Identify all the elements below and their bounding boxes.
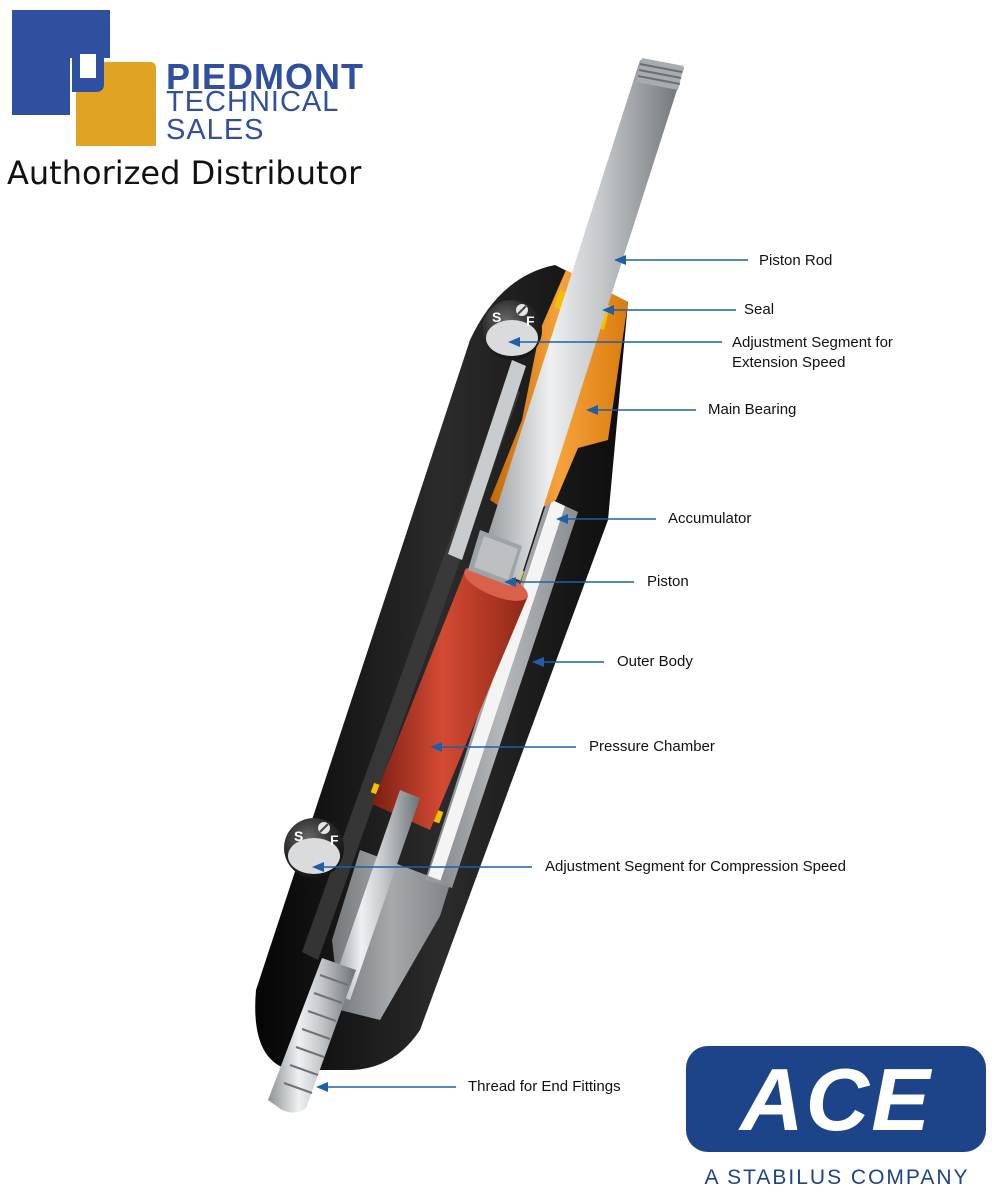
piedmont-logo-mark	[12, 10, 156, 146]
callout-line: Piston	[647, 573, 689, 590]
leader-seal	[602, 305, 736, 315]
piston-rod-thread	[636, 58, 684, 90]
extension-speed-knob	[482, 300, 542, 360]
compression-knob-fast-label: F	[330, 832, 339, 848]
callout-line: Seal	[744, 301, 775, 318]
leader-compression-adjustment	[312, 862, 532, 872]
callout-thread-end-fittings: Thread for End Fittings	[468, 1077, 621, 1097]
piston-rod	[478, 60, 684, 580]
callout-seal: Seal	[744, 300, 774, 320]
callout-compression-speed-adjustment: Adjustment Segment for Compression Speed	[545, 857, 846, 877]
callout-line: Thread for End Fittings	[468, 1078, 621, 1095]
accumulator-strip	[428, 500, 565, 882]
leader-thread	[316, 1082, 456, 1092]
extension-knob-fast-label: F	[526, 313, 535, 329]
compression-speed-knob	[284, 818, 344, 878]
leader-accumulator	[556, 514, 656, 524]
lower-inner-rod	[330, 790, 420, 1000]
extension-knob-slow-label: S	[492, 309, 501, 325]
ace-subtitle: A STABILUS COMPANY	[704, 1166, 970, 1189]
callout-pressure-chamber: Pressure Chamber	[589, 737, 715, 757]
extension-needle-rod	[448, 360, 526, 560]
callout-accumulator: Accumulator	[668, 509, 751, 529]
callout-main-bearing: Main Bearing	[708, 400, 796, 420]
leader-outer-body	[532, 657, 604, 667]
callout-line: Pressure Chamber	[589, 738, 715, 755]
leader-extension-adjustment	[508, 337, 722, 347]
callout-outer-body: Outer Body	[617, 652, 693, 672]
brand-name-line-1: PIEDMONT	[166, 56, 365, 97]
end-fitting-thread	[268, 958, 356, 1113]
callout-line: Extension Speed	[732, 354, 846, 371]
callout-line: Adjustment Segment for Compression Speed	[545, 858, 846, 875]
callout-line: Accumulator	[668, 510, 752, 527]
ace-logo-badge: ACE	[686, 1046, 986, 1152]
compression-knob-slow-label: S	[294, 828, 303, 844]
callout-line: Piston Rod	[759, 252, 833, 269]
callout-line: Adjustment Segment for	[732, 334, 893, 351]
leader-pressure-chamber	[430, 742, 576, 752]
end-block	[332, 850, 450, 1020]
leader-piston-rod	[614, 255, 748, 265]
leader-lines	[312, 255, 748, 1092]
callout-piston-rod: Piston Rod	[759, 251, 832, 271]
ace-wordmark: ACE	[740, 1050, 932, 1149]
brand-name-line-2: TECHNICAL	[166, 86, 340, 118]
ace-logo: ACE A STABILUS COMPANY	[686, 1046, 988, 1198]
authorized-distributor-tagline: Authorized Distributor	[7, 154, 362, 192]
brand-name-line-3: SALES	[166, 114, 265, 146]
pressure-chamber-top	[464, 567, 528, 601]
callout-line: Main Bearing	[708, 401, 797, 418]
callout-line: Outer Body	[617, 653, 693, 670]
callout-extension-speed-adjustment: Adjustment Segment for Extension Speed	[732, 333, 893, 373]
callout-piston: Piston	[647, 572, 689, 592]
leader-main-bearing	[586, 405, 696, 415]
pressure-chamber-tube	[372, 568, 528, 830]
piston-head-thread	[474, 536, 518, 580]
leader-piston	[504, 577, 634, 587]
